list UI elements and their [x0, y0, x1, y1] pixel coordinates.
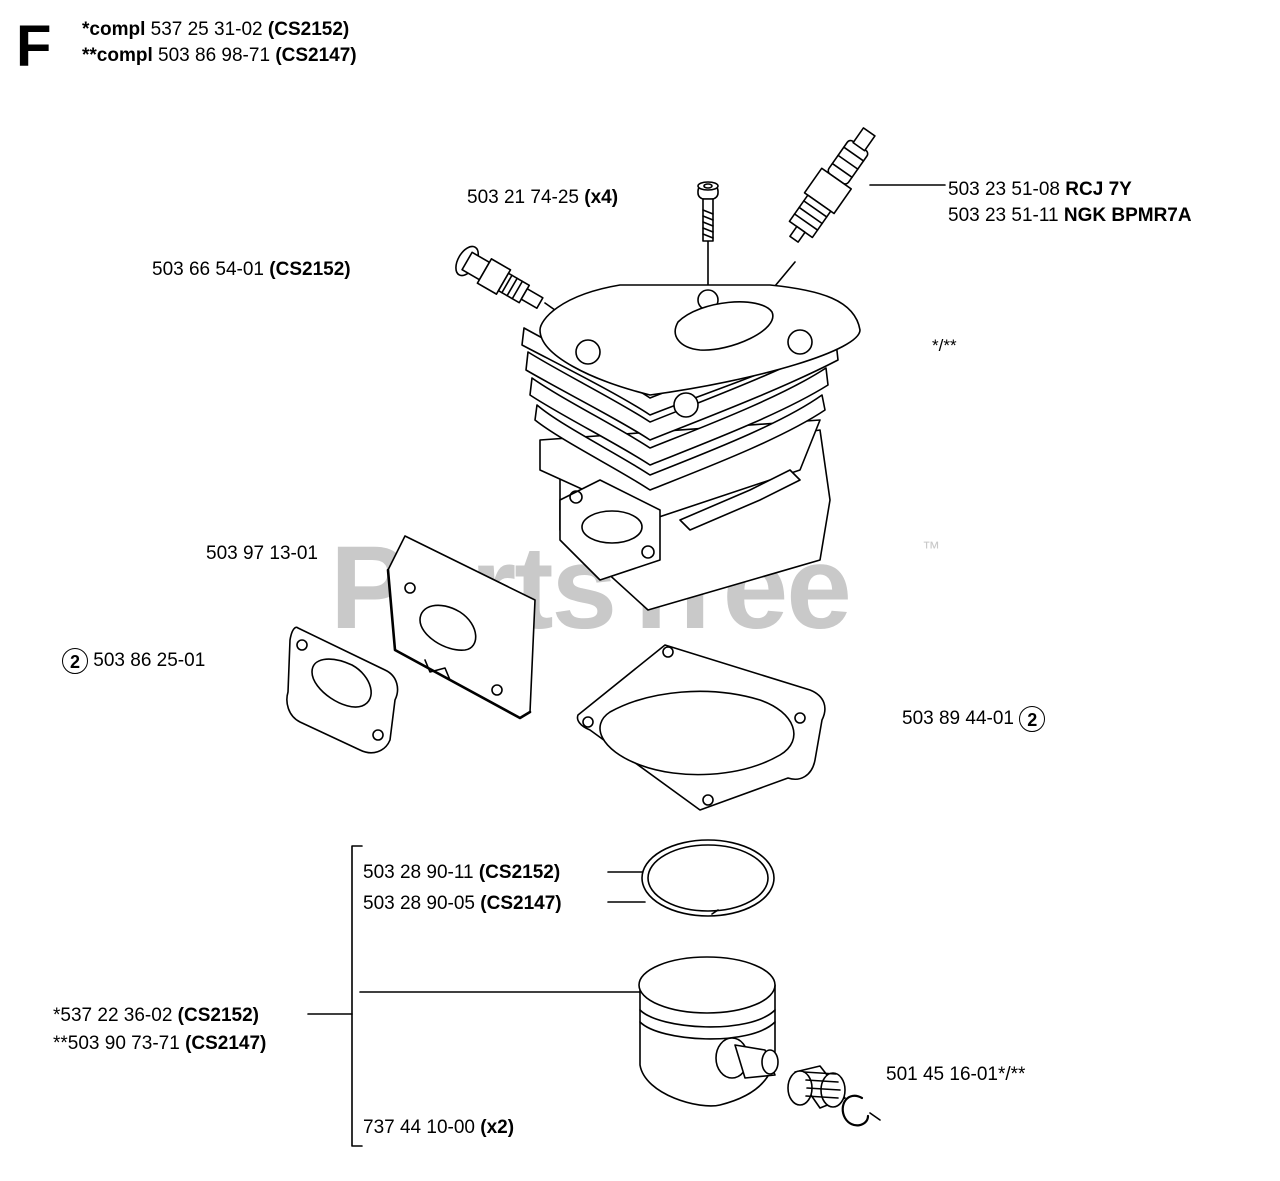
watermark-trademark: ™: [922, 538, 940, 558]
header-model: (CS2147): [275, 45, 357, 66]
cylinder-drawing: [521, 284, 861, 611]
label-screw: 503 21 74-25 (x4): [467, 187, 619, 208]
label-spark-plug-2: 503 23 51-11 NGK BPMR7A: [948, 205, 1192, 226]
piston-drawing: [638, 956, 779, 1107]
label-circlip: 737 44 10-00 (x2): [363, 1117, 515, 1138]
screw-drawing: [697, 181, 719, 242]
header-prefix: *compl: [82, 19, 146, 40]
label-exhaust-gasket: 2 503 86 25-01: [62, 648, 205, 674]
exhaust-gasket-drawing: [286, 626, 399, 754]
header-line-1: *compl 537 25 31-02 (CS2152): [82, 18, 349, 42]
spark-plug-drawing: [788, 127, 876, 243]
label-pin-bearing: 501 45 16-01*/**: [886, 1064, 1026, 1085]
section-letter: F: [16, 14, 52, 79]
header-number: 503 86 98-71: [158, 45, 271, 66]
label-ring-1: 503 28 90-11 (CS2152): [363, 862, 561, 883]
label-plate: 503 97 13-01: [206, 543, 318, 564]
label-base-gasket: 503 89 44-01 2: [902, 706, 1046, 732]
leader-circlip: [869, 1112, 881, 1121]
header-line-2: **compl 503 86 98-71 (CS2147): [82, 44, 357, 68]
label-ring-2: 503 28 90-05 (CS2147): [363, 893, 562, 914]
label-spark-plug-1: 503 23 51-08 RCJ 7Y: [948, 179, 1132, 200]
plate-drawing: [386, 535, 536, 720]
label-piston-1: *537 22 36-02 (CS2152): [53, 1005, 259, 1026]
piston-kit-bracket: [351, 845, 363, 1147]
needle-bearing-drawing: [787, 1065, 846, 1109]
header-prefix: **compl: [82, 45, 153, 66]
circlip-drawing: [841, 1094, 870, 1127]
label-cylinder-note: */**: [932, 336, 957, 355]
header-number: 537 25 31-02: [150, 19, 263, 40]
decomp-valve-drawing: [455, 245, 544, 309]
base-gasket-drawing: [576, 644, 826, 811]
piston-rings-drawing: [641, 839, 775, 917]
header-model: (CS2152): [267, 19, 350, 40]
ref-circle: 2: [1019, 706, 1046, 732]
ref-circle: 2: [62, 648, 88, 674]
label-decomp-valve: 503 66 54-01 (CS2152): [152, 259, 351, 280]
label-piston-2: **503 90 73-71 (CS2147): [53, 1033, 267, 1054]
